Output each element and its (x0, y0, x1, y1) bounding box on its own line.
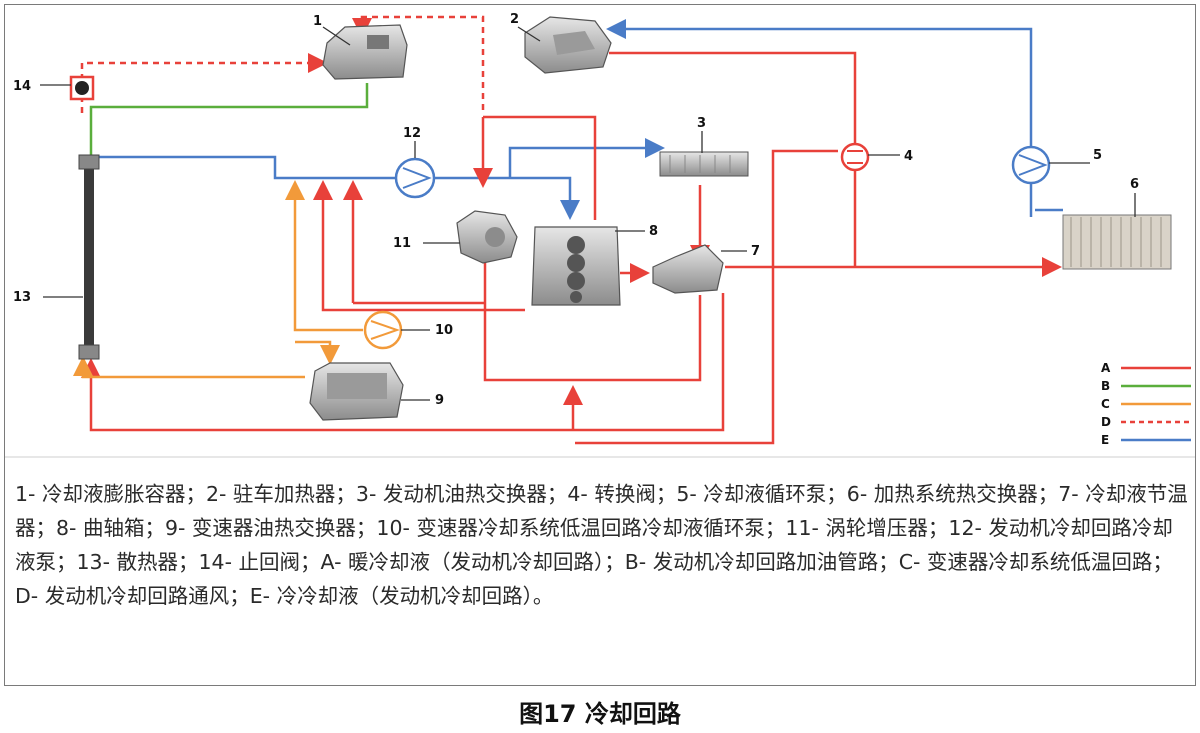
label-1: 1 (313, 14, 322, 29)
component-6-heater-core (1062, 214, 1172, 270)
legend-a-label: A (1101, 361, 1111, 375)
legend-d-label: D (1101, 415, 1111, 429)
filler-line-b (89, 83, 369, 155)
component-10-low-temp-pump (363, 310, 403, 350)
legend-e-label: E (1101, 433, 1109, 447)
label-9: 9 (435, 393, 444, 408)
label-5: 5 (1093, 148, 1102, 163)
label-13: 13 (13, 290, 31, 305)
component-1-expansion-tank (322, 24, 408, 80)
label-14: 14 (13, 79, 31, 94)
vent-lines-d (80, 15, 485, 113)
label-10: 10 (435, 323, 453, 338)
figure-frame: 1 2 3 4 5 6 7 8 9 10 11 12 13 14 A B C D… (4, 4, 1196, 686)
label-7: 7 (751, 244, 760, 259)
component-13-radiator (78, 154, 100, 360)
low-temp-lines-c (73, 180, 363, 379)
component-3-oil-heat-exchanger (659, 151, 749, 177)
component-numbers: 1 2 3 4 5 6 7 8 9 10 11 12 13 14 (13, 12, 1139, 408)
warm-lines-a (81, 51, 1062, 445)
component-5-circulation-pump (1011, 145, 1051, 185)
component-9-transmission-oil-cooler (309, 362, 404, 421)
component-8-crankcase (531, 226, 621, 306)
label-12: 12 (403, 126, 421, 141)
label-3: 3 (697, 116, 706, 131)
component-11-turbocharger (456, 210, 518, 264)
figure-caption-text: 1- 冷却液膨胀容器；2- 驻车加热器；3- 发动机油热交换器；4- 转换阀；5… (15, 482, 1188, 608)
component-2-parking-heater (524, 16, 612, 74)
line-legend: A B C D E (1101, 361, 1191, 447)
label-2: 2 (510, 12, 519, 27)
label-6: 6 (1130, 177, 1139, 192)
label-8: 8 (649, 224, 658, 239)
leader-lines (40, 26, 1136, 401)
figure-title: 图17 冷却回路 (519, 700, 681, 728)
cooling-circuit-diagram: 1 2 3 4 5 6 7 8 9 10 11 12 13 14 A B C D… (5, 12, 1195, 458)
label-4: 4 (904, 149, 913, 164)
label-11: 11 (393, 236, 411, 251)
component-14-check-valve (69, 75, 95, 101)
legend-b-label: B (1101, 379, 1110, 393)
component-4-changeover-valve (840, 142, 870, 172)
legend-c-label: C (1101, 397, 1110, 411)
component-12-engine-coolant-pump (394, 157, 436, 199)
component-7-thermostat (652, 244, 724, 294)
